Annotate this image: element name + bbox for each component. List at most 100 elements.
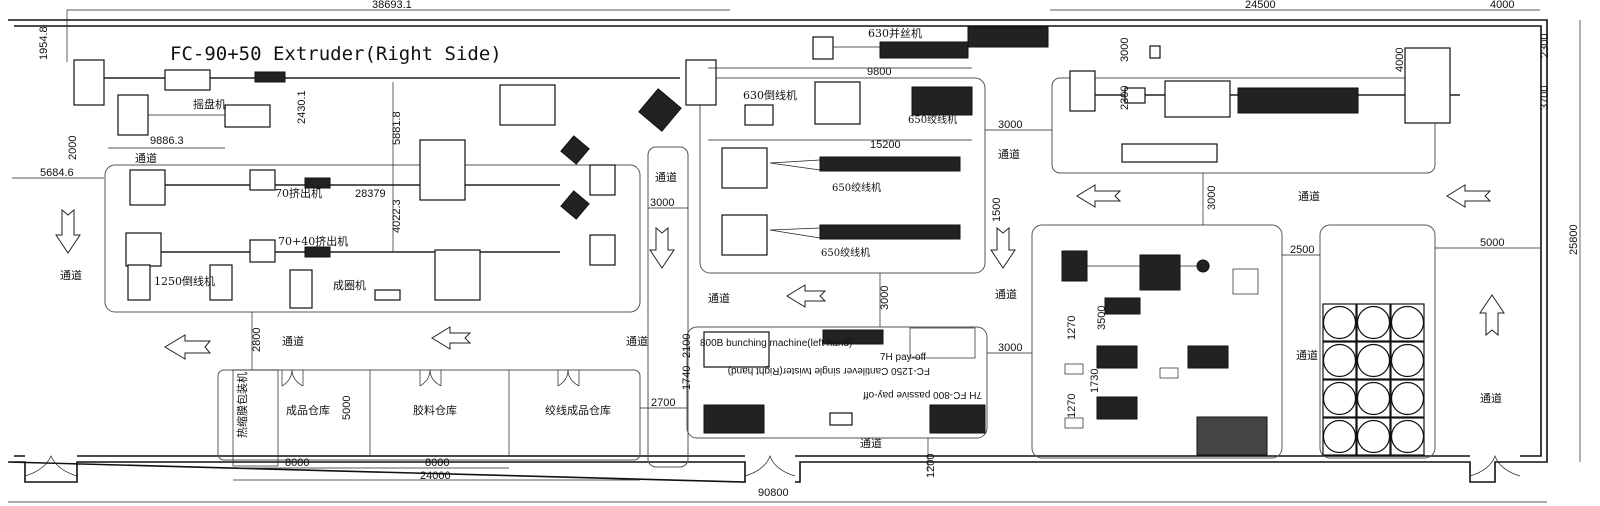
passage-label: 通道: [1298, 189, 1320, 203]
arrow-left-icon: [1446, 184, 1492, 208]
arrow-down-icon: [649, 226, 675, 269]
reel-icon: [1322, 381, 1357, 416]
dim-text: 25800: [1568, 224, 1580, 255]
dim-text: 2800: [251, 328, 263, 352]
reel-icon: [1356, 305, 1391, 340]
label-payoff-7h: 7H pay-off: [880, 352, 926, 363]
dim-text: 2700: [651, 397, 675, 409]
dim-text: 1730: [1089, 369, 1101, 393]
passage-label: 通道: [860, 436, 882, 450]
dim-text: 2000: [67, 136, 79, 160]
passage-label: 通道: [282, 334, 304, 348]
dim-text: 3000: [998, 119, 1022, 131]
dim-text: 1270: [1066, 316, 1078, 340]
dim-text: 15200: [870, 139, 901, 151]
dim-text: 1954.8: [38, 26, 50, 60]
dim-text: 3000: [1119, 38, 1131, 62]
warehouse-rubber: 胶料仓库: [413, 403, 457, 417]
label-strander-650: 650绞线机: [908, 113, 957, 126]
dimension-texts: 38693.1 24500 4000 1954.8 2430.1 9886.3 …: [38, 0, 1580, 499]
dim-text: 4000: [1490, 0, 1514, 11]
reel-storage-grid: [1322, 303, 1425, 456]
dim-text: 9800: [867, 66, 891, 78]
reel-icon: [1390, 343, 1425, 378]
extruder-70-line: [129, 135, 616, 220]
dim-text: 1270: [1066, 394, 1078, 418]
arrow-left-icon: [1076, 184, 1122, 208]
zone-right-machines: [1031, 224, 1283, 459]
label-winder-swing: 摇盘机: [193, 97, 226, 111]
zone-bunching: [686, 326, 988, 439]
passage-label: 通道: [1296, 348, 1318, 362]
zone-stranding: [699, 77, 986, 274]
dim-text: 2500: [1290, 244, 1314, 256]
reel-icon: [1390, 419, 1425, 454]
extruder-70-40-line: [125, 232, 616, 309]
building-walls: [7, 19, 1548, 483]
shrink-pack-box: [232, 369, 279, 467]
dim-text: 5684.6: [40, 167, 74, 179]
reel-icon: [1322, 305, 1357, 340]
label-strander-650: 650绞线机: [832, 181, 881, 194]
dim-text: 1500: [991, 198, 1003, 222]
label-rewinder-630: 630倒线机: [743, 88, 797, 102]
bunching-machines: [703, 327, 986, 434]
label-coiler: 成圈机: [333, 278, 366, 292]
door-symbols: [24, 454, 1521, 477]
stranding-machines: [721, 26, 1049, 256]
dim-text: 24000: [420, 470, 451, 482]
passage-label: 通道: [998, 147, 1020, 161]
reel-icon: [1356, 419, 1391, 454]
reel-icon: [1322, 343, 1357, 378]
reel-icon: [1356, 343, 1391, 378]
drawing-title: FC-90+50 Extruder(Right Side): [170, 43, 502, 65]
warehouse-doors: [281, 369, 580, 387]
label-cantilever-twister: FC-1250 Cantilever single twister(Right …: [728, 365, 930, 376]
dim-text: 1200: [925, 454, 937, 478]
passage-label: 通道: [60, 268, 82, 282]
dim-text: 8000: [285, 457, 309, 469]
passage-label: 通道: [1480, 391, 1502, 405]
passage-label: 通道: [708, 291, 730, 305]
dim-text: 90800: [758, 487, 789, 499]
main-production-line: [1069, 45, 1460, 163]
dim-text: 5000: [341, 396, 353, 420]
passage-label: 通道: [135, 151, 157, 165]
dim-text: 3700: [1539, 86, 1551, 110]
arrow-down-icon: [990, 226, 1016, 269]
label-shrink-pack: 热缩膜包装机: [235, 372, 249, 438]
arrow-up-icon: [1479, 294, 1505, 337]
warehouse-strand: 绞线成品仓库: [545, 403, 611, 417]
passage-labels: 通道 通道 通道 通道 通道 通道 通道 通道 通道 通道 通道 通道: [60, 147, 1502, 450]
reel-icon: [1390, 381, 1425, 416]
dim-text: 3000: [1206, 186, 1218, 210]
dim-text: 2100: [681, 334, 693, 358]
label-rewinder-1250: 1250倒线机: [154, 274, 215, 288]
arrow-down-icon: [55, 208, 81, 254]
zone-passage-divider: [647, 146, 689, 468]
dim-text: 38693.1: [372, 0, 412, 11]
dim-text: 3000: [998, 342, 1022, 354]
label-extruder-70-40: 70+40挤出机: [278, 234, 348, 248]
label-passive-payoff: 7H FC-800 passive pay-off: [863, 389, 982, 400]
zone-reel-storage: [1319, 224, 1436, 459]
zone-main-line: [1051, 77, 1436, 174]
dim-text: 2300: [1539, 34, 1551, 58]
right-zone-machines: [1061, 250, 1268, 456]
passage-label: 通道: [626, 334, 648, 348]
arrow-left-icon: [786, 284, 827, 308]
label-bunching-machine: 800B bunching machine(left hand): [700, 338, 852, 349]
arrow-left-icon: [431, 326, 472, 350]
dim-text: 5881.8: [391, 111, 403, 145]
zone-extrusion: [104, 164, 641, 313]
label-strander-650: 650绞线机: [821, 246, 870, 259]
reel-icon: [1322, 419, 1357, 454]
zone-warehouse: [217, 369, 641, 461]
dim-text: 4022.3: [391, 199, 403, 233]
reel-icon: [1356, 381, 1391, 416]
reel-icon: [1390, 305, 1425, 340]
flow-arrows: [55, 184, 1505, 360]
dim-text: 2300: [1119, 86, 1131, 110]
passage-label: 通道: [995, 287, 1017, 301]
